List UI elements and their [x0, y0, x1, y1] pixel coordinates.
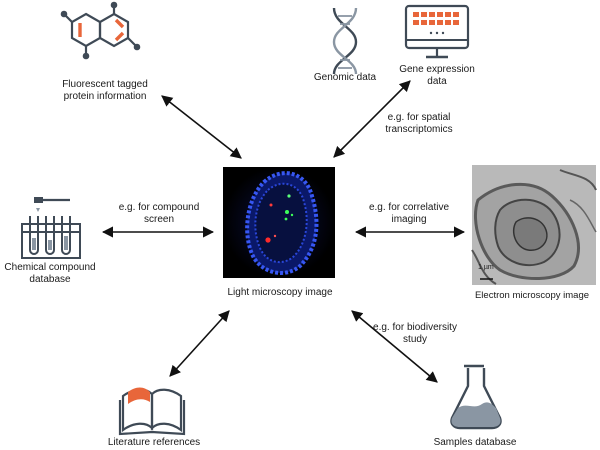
light-microscopy-label-text: Light microscopy image	[227, 287, 333, 298]
arrows	[101, 80, 466, 383]
genomic-label-text: Genomic data	[313, 72, 377, 83]
fluorescent-label: Fluorescent tagged protein information	[40, 79, 170, 103]
gene-expression-label-line1: Gene expression	[399, 64, 475, 75]
genomic-label: Genomic data	[300, 72, 390, 84]
edge-label-spatial-line1: e.g. for spatial	[387, 112, 451, 123]
arrow-fluorescent	[161, 95, 242, 159]
electron-microscopy-label-text: Electron microscopy image	[474, 290, 590, 301]
test-tubes-icon	[21, 197, 81, 259]
edge-label-compound-line2: screen	[143, 214, 174, 225]
edge-label-compound: e.g. for compound screen	[104, 202, 214, 226]
chemical-label: Chemical compound database	[0, 262, 100, 286]
dna-icon	[332, 7, 358, 75]
samples-label-text: Samples database	[433, 437, 517, 448]
edge-label-compound-line1: e.g. for compound	[118, 202, 200, 213]
fluorescent-label-line1: Fluorescent tagged	[62, 79, 148, 90]
electron-microscopy-image	[471, 165, 597, 285]
edge-label-biodiversity-line1: e.g. for biodiversity	[373, 322, 457, 333]
literature-label-text: Literature references	[107, 437, 201, 448]
chemical-label-line2: database	[29, 274, 71, 285]
scale-bar-label: 1 µm	[478, 264, 508, 272]
electron-microscopy-label: Electron microscopy image	[464, 290, 600, 302]
fluorescent-label-line2: protein information	[63, 91, 147, 102]
samples-label: Samples database	[420, 437, 530, 449]
edge-label-correlative-line1: e.g. for correlative	[368, 202, 450, 213]
heatmap-cells	[413, 12, 459, 25]
gene-expression-label-line2: data	[427, 76, 447, 87]
arrow-literature	[169, 310, 230, 377]
light-microscopy-image	[223, 167, 335, 278]
chemical-label-line1: Chemical compound	[4, 262, 96, 273]
open-book-icon	[118, 387, 186, 436]
flask-icon	[450, 364, 502, 430]
light-microscopy-label: Light microscopy image	[210, 287, 350, 299]
fluorescent-protein-icon	[60, 1, 141, 60]
arrow-samples	[351, 310, 438, 383]
edge-label-spatial: e.g. for spatial transcriptomics	[364, 112, 474, 136]
edge-label-correlative-line2: imaging	[391, 214, 427, 225]
scale-bar-text: 1 µm	[478, 264, 494, 271]
gene-expression-monitor-icon	[404, 4, 470, 59]
edge-label-correlative: e.g. for correlative imaging	[354, 202, 464, 226]
edge-label-biodiversity: e.g. for biodiversity study	[360, 322, 470, 346]
arrow-gene-expression	[333, 80, 411, 158]
edge-label-spatial-line2: transcriptomics	[385, 124, 453, 135]
literature-label: Literature references	[94, 437, 214, 449]
edge-label-biodiversity-line2: study	[403, 334, 427, 345]
gene-expression-label: Gene expression data	[392, 64, 482, 88]
